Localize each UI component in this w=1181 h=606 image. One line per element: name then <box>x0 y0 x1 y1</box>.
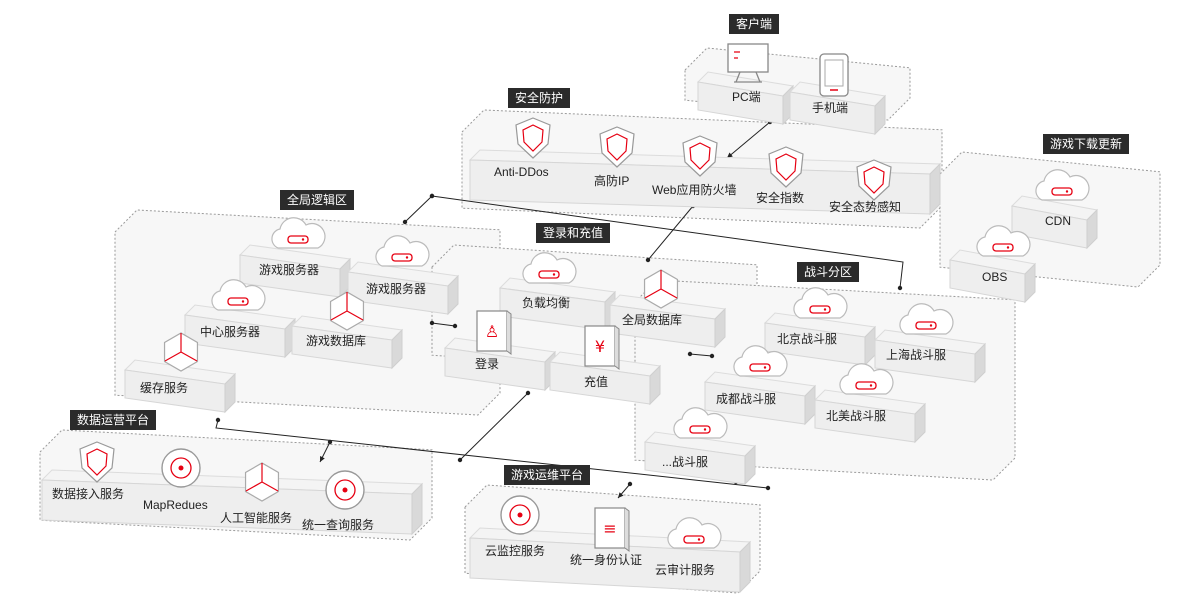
shield-firewall-icon <box>682 135 718 177</box>
svg-text:≡: ≡ <box>603 519 616 538</box>
cloud-server-icon <box>211 279 266 311</box>
item-label-mobile: 手机端 <box>812 101 849 115</box>
cloud-network-icon <box>1035 169 1090 201</box>
item-label-data-access: 数据接入服务 <box>52 487 125 501</box>
item-label-waf: Web应用防火墙 <box>652 183 737 197</box>
item-label-recharge: 充值 <box>584 375 609 389</box>
box-game-database <box>290 315 404 370</box>
shield-gauge-icon <box>768 146 804 188</box>
elephant-icon <box>161 448 201 488</box>
item-label-game-database: 游戏数据库 <box>306 334 367 348</box>
cloud-server-icon <box>375 235 430 267</box>
item-label-game-server-1: 游戏服务器 <box>259 263 320 277</box>
query-search-icon <box>325 470 365 510</box>
item-label-load-balancer: 负载均衡 <box>522 296 571 310</box>
hexagon-database-icon <box>329 291 365 331</box>
shield-drop-icon <box>515 117 551 159</box>
group-title-login: 登录和充值 <box>536 223 611 243</box>
item-label-login: 登录 <box>475 357 500 371</box>
identity-card-icon: ≡ <box>594 507 630 552</box>
icons: ♙ ¥ ≡ <box>79 43 1090 552</box>
item-label-center-server: 中心服务器 <box>200 325 261 339</box>
hexagon-cache-icon <box>163 332 199 372</box>
cloud-server-icon <box>673 407 728 439</box>
svg-text:¥: ¥ <box>595 337 605 356</box>
group-title-download: 游戏下载更新 <box>1043 134 1130 154</box>
box-obs <box>948 249 1037 304</box>
item-label-cloud-audit: 云审计服务 <box>655 563 716 577</box>
cloud-audit-icon <box>667 517 722 549</box>
cloud-server-icon <box>793 287 848 319</box>
line-ops-arrow-data <box>319 439 333 463</box>
item-label-game-server-2: 游戏服务器 <box>366 282 427 296</box>
service-boxes: ♙ ¥ ≡ <box>40 43 1099 594</box>
box-game-server-1 <box>238 244 352 299</box>
group-title-battle: 战斗分区 <box>797 262 860 282</box>
item-label-mapredues: MapRedues <box>143 498 208 512</box>
line-global-to-security <box>402 193 435 225</box>
item-label-north-america-battle: 北美战斗服 <box>826 409 887 423</box>
box-global-database <box>608 294 727 349</box>
mobile-phone-icon <box>819 53 849 97</box>
box-cache <box>123 359 237 414</box>
shield-triangle-icon <box>599 126 635 168</box>
line-global-to-login <box>429 320 458 329</box>
item-label-gaofang-ip: 高防IP <box>594 174 630 188</box>
group-title-data-ops: 数据运营平台 <box>70 410 157 430</box>
hexagon-database-icon <box>643 269 679 309</box>
cloud-server-icon <box>271 217 326 249</box>
item-label-cdn: CDN <box>1045 214 1071 228</box>
cloud-server-icon <box>839 363 894 395</box>
item-label-situation-awareness: 安全态势感知 <box>829 200 902 214</box>
box-chengdu <box>703 371 817 426</box>
group-title-global-logic: 全局逻辑区 <box>280 190 355 210</box>
line-ops-arrow-game <box>617 481 633 499</box>
box-more <box>643 431 757 486</box>
user-card-icon: ♙ <box>476 310 512 355</box>
group-title-client: 客户端 <box>729 14 780 34</box>
cloud-server-icon <box>899 303 954 335</box>
cloud-server-icon <box>733 345 788 377</box>
box-beijing <box>763 312 877 367</box>
item-label-more-battle: ...战斗服 <box>662 455 709 469</box>
shield-chart-icon <box>856 159 892 201</box>
data-access-icon <box>79 441 115 483</box>
cloud-load-balancer-icon <box>522 252 577 284</box>
item-label-cloud-monitor: 云监控服务 <box>485 544 546 558</box>
item-label-unified-query: 统一查询服务 <box>302 518 375 532</box>
yuan-card-icon: ¥ <box>584 325 620 370</box>
box-game-server-2 <box>346 261 460 316</box>
line-login-to-ops <box>457 390 531 463</box>
item-label-shanghai-battle: 上海战斗服 <box>886 348 947 362</box>
ai-brain-icon <box>244 462 280 502</box>
item-label-anti-ddos: Anti-DDos <box>494 165 549 179</box>
item-label-chengdu-battle: 成都战斗服 <box>716 392 777 406</box>
cloud-upload-icon <box>976 225 1031 257</box>
item-label-obs: OBS <box>982 270 1008 284</box>
box-cdn <box>1010 195 1099 250</box>
box-shanghai <box>873 329 987 384</box>
monitor-icon <box>727 43 769 83</box>
box-north-america <box>813 389 927 444</box>
group-title-security: 安全防护 <box>508 88 571 108</box>
item-label-security-index: 安全指数 <box>756 191 805 205</box>
item-label-global-database: 全局数据库 <box>622 313 683 327</box>
item-label-pc: PC端 <box>732 90 761 104</box>
svg-text:♙: ♙ <box>485 322 499 341</box>
monitor-dial-icon <box>500 495 540 535</box>
item-label-beijing-battle: 北京战斗服 <box>777 332 838 346</box>
item-label-ai-service: 人工智能服务 <box>220 511 293 525</box>
item-label-unified-identity: 统一身份认证 <box>570 553 643 567</box>
line-login-to-battle <box>687 351 715 359</box>
group-title-game-ops: 游戏运维平台 <box>504 465 591 485</box>
item-label-cache-service: 缓存服务 <box>140 381 189 395</box>
